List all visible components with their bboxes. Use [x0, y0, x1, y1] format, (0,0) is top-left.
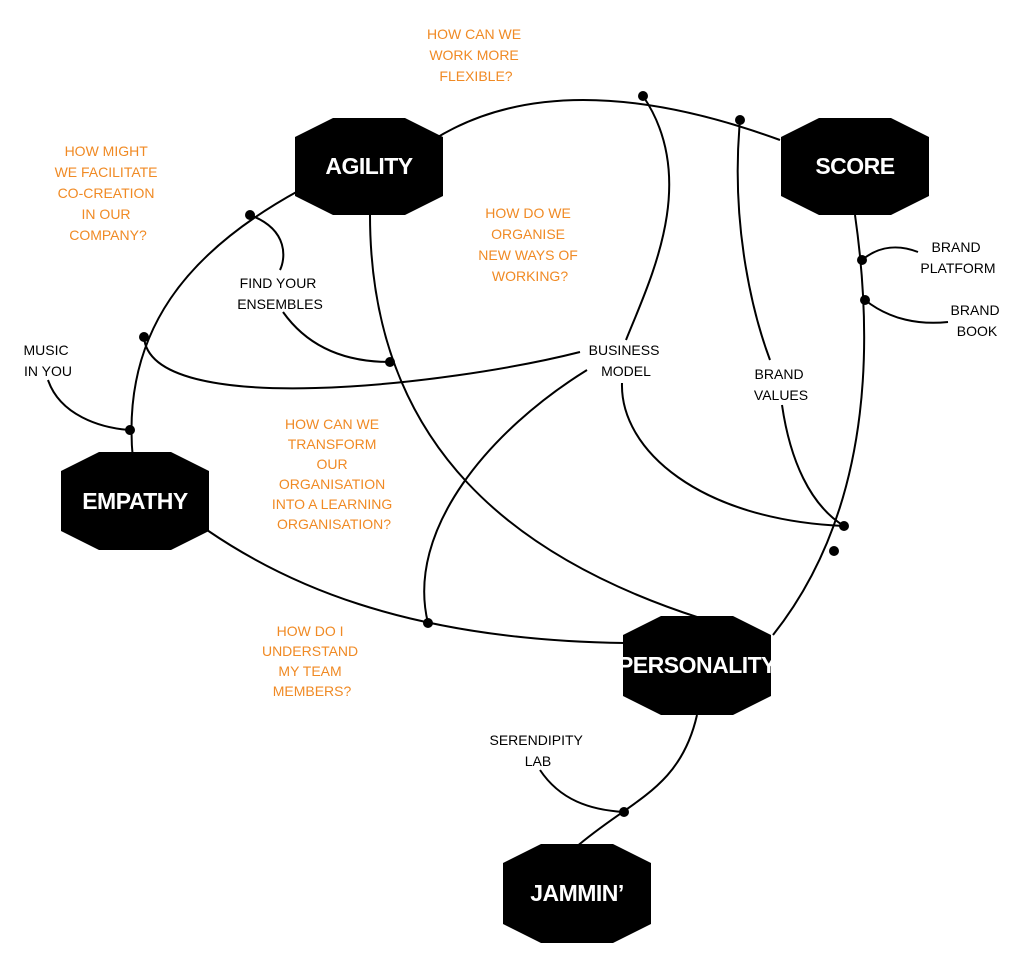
- junction-dot: [423, 618, 433, 628]
- label-serendipity-lab: SERENDIPITY LAB: [490, 732, 587, 769]
- hub-empathy-label: EMPATHY: [82, 488, 188, 514]
- hub-jammin: JAMMIN’: [503, 844, 651, 943]
- label-brand-values: BRAND VALUES: [754, 366, 808, 403]
- connector-find-ensembles-bottom: [282, 311, 391, 363]
- question-understand-team: HOW DO I UNDERSTAND MY TEAM MEMBERS?: [262, 623, 362, 699]
- hub-score: SCORE: [781, 118, 929, 215]
- junction-dot: [619, 807, 629, 817]
- question-work-more-flexible: HOW CAN WE WORK MORE FLEXIBLE?: [427, 26, 525, 84]
- junction-dot: [857, 255, 867, 265]
- connections: [47, 95, 949, 849]
- label-find-your-ensembles: FIND YOUR ENSEMBLES: [237, 275, 323, 312]
- hub-agility: AGILITY: [295, 118, 443, 215]
- hub-agility-label: AGILITY: [325, 153, 412, 179]
- junction-dot: [829, 546, 839, 556]
- connector-business-personality: [423, 369, 588, 624]
- questions: HOW CAN WE WORK MORE FLEXIBLE? HOW MIGHT…: [55, 26, 581, 699]
- junction-dot: [735, 115, 745, 125]
- connector-personality-jammin: [574, 714, 698, 849]
- connector-agility-personality: [369, 214, 701, 619]
- connector-brand-values-score: [781, 404, 845, 527]
- connector-ensembles-business: [143, 336, 581, 390]
- connector-agility-score: [432, 99, 781, 141]
- question-organise-new-ways: HOW DO WE ORGANISE NEW WAYS OF WORKING?: [478, 205, 581, 284]
- label-brand-book: BRAND BOOK: [951, 302, 1004, 339]
- hub-personality-label: PERSONALITY: [618, 652, 776, 678]
- hub-score-label: SCORE: [815, 153, 894, 179]
- connector-business-score: [620, 382, 845, 527]
- connector-flexible-business: [625, 95, 671, 341]
- label-brand-platform: BRAND PLATFORM: [920, 239, 995, 276]
- junction-dot: [638, 91, 648, 101]
- connector-music-in-you: [47, 379, 131, 431]
- topic-labels: FIND YOUR ENSEMBLES MUSIC IN YOU BUSINES…: [23, 239, 1004, 769]
- connector-find-ensembles-top: [249, 214, 285, 271]
- junction-dot: [839, 521, 849, 531]
- junction-dot: [125, 425, 135, 435]
- junction-dot: [860, 295, 870, 305]
- junctions: [125, 91, 870, 817]
- label-music-in-you: MUSIC IN YOU: [23, 342, 72, 379]
- connector-brand-book: [864, 299, 949, 324]
- hub-empathy: EMPATHY: [61, 452, 209, 550]
- connector-brand-platform: [861, 246, 919, 261]
- hub-personality: PERSONALITY: [618, 616, 777, 715]
- question-learning-organisation: HOW CAN WE TRANSFORM OUR ORGANISATION IN…: [272, 416, 396, 532]
- junction-dot: [385, 357, 395, 367]
- question-facilitate-co-creation: HOW MIGHT WE FACILITATE CO-CREATION IN O…: [55, 143, 162, 243]
- connector-score-personality: [772, 214, 866, 636]
- hub-jammin-label: JAMMIN’: [530, 880, 624, 906]
- connector-agility-empathy: [130, 189, 301, 461]
- junction-dot: [139, 332, 149, 342]
- connector-serendipity-lab: [539, 769, 625, 813]
- connector-empathy-personality: [206, 529, 626, 644]
- label-business-model: BUSINESS MODEL: [589, 342, 664, 379]
- junction-dot: [245, 210, 255, 220]
- connector-flexible-brand-values: [736, 119, 771, 361]
